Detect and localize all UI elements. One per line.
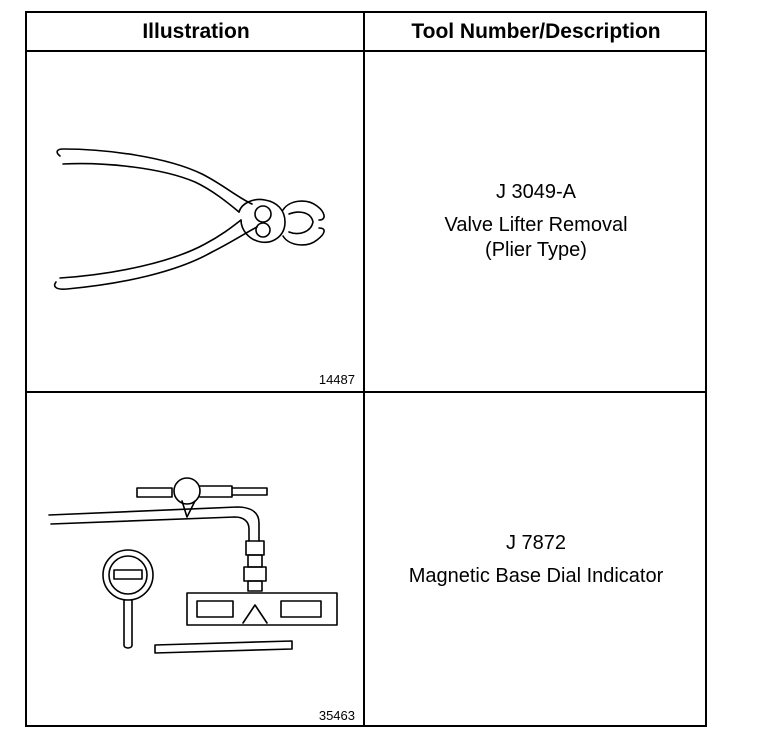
description-cell-1: J 3049-A Valve Lifter Removal (Plier Typ… <box>365 52 707 391</box>
illustration-cell-2: 35463 <box>27 393 363 727</box>
tool-number-1: J 3049-A <box>495 181 577 203</box>
plier-icon <box>53 148 325 290</box>
header-tool-description: Tool Number/Description <box>365 13 707 52</box>
row-divider <box>27 391 705 393</box>
figure-number-1: 14487 <box>318 372 355 387</box>
tool-table: Illustration Tool Number/Description <box>25 11 707 727</box>
description-cell-2: J 7872 Magnetic Base Dial Indicator <box>365 393 707 727</box>
figure-number-2: 35463 <box>318 708 355 723</box>
tool-description-1-line2: (Plier Type) <box>485 239 587 261</box>
tool-description-2-line1: Magnetic Base Dial Indicator <box>408 565 664 587</box>
column-divider <box>363 13 365 725</box>
dial-indicator-icon <box>48 477 338 654</box>
tool-description-1-line1: Valve Lifter Removal <box>444 214 628 236</box>
header-illustration: Illustration <box>27 13 365 52</box>
illustration-cell-1: 14487 <box>27 52 363 391</box>
tool-number-2: J 7872 <box>505 532 567 554</box>
